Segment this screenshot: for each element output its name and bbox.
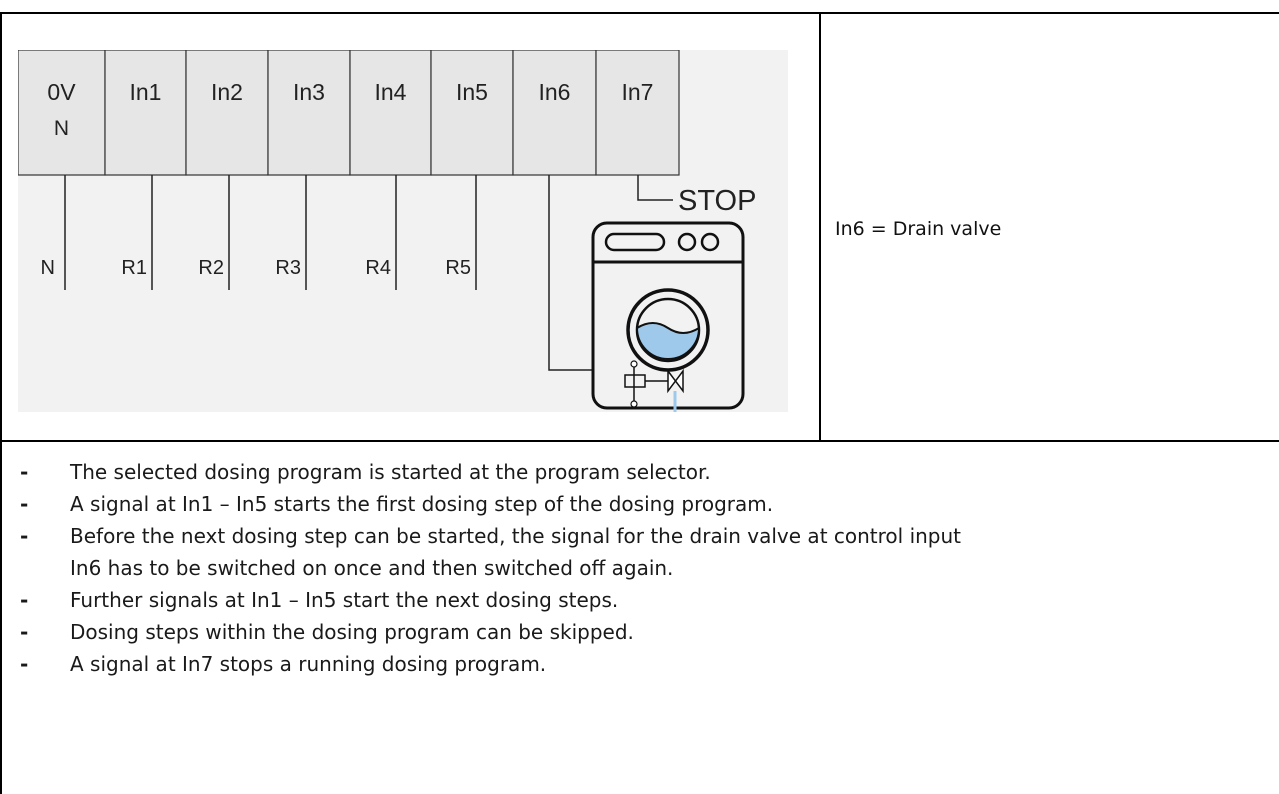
wiring-diagram: 0V N In1 In2 In3 In4 In5 In6 In7 N R1 R2 R3 R4 R5 STOP bbox=[18, 50, 788, 412]
terminal-cell bbox=[185, 50, 269, 176]
bullet-dash: - bbox=[20, 460, 29, 484]
list-item: -The selected dosing program is started … bbox=[18, 456, 1273, 488]
terminal-cell bbox=[267, 50, 351, 176]
terminal-label: In7 bbox=[622, 79, 654, 105]
wire-label: R1 bbox=[121, 257, 147, 279]
stop-wire bbox=[637, 175, 673, 201]
terminal-block: 0V N In1 In2 In3 In4 In5 In6 In7 bbox=[18, 50, 680, 176]
terminal-sublabel: N bbox=[54, 117, 69, 140]
list-item: -Further signals at In1 – In5 start the … bbox=[18, 584, 1273, 616]
stop-label: STOP bbox=[678, 185, 756, 217]
bullet-dash: - bbox=[20, 524, 29, 548]
terminal-label: In5 bbox=[456, 79, 488, 105]
bullet-dash: - bbox=[20, 588, 29, 612]
table-row-border bbox=[0, 440, 1279, 442]
list-item-continuation: In6 has to be switched on once and then … bbox=[70, 556, 674, 580]
wires: N R1 R2 R3 R4 R5 STOP bbox=[41, 175, 756, 371]
wire-label: R4 bbox=[365, 257, 391, 279]
terminal-cell bbox=[595, 50, 680, 176]
instruction-list: -The selected dosing program is started … bbox=[18, 456, 1273, 680]
list-item: -A signal at In1 – In5 starts the first … bbox=[18, 488, 1273, 520]
wire-label: N bbox=[41, 257, 55, 279]
list-item: -Before the next dosing step can be star… bbox=[18, 520, 1273, 552]
machine-knob bbox=[677, 232, 697, 252]
terminal-label: In2 bbox=[211, 79, 243, 105]
terminal-cell bbox=[349, 50, 432, 176]
table-top-border bbox=[0, 12, 1279, 14]
terminal-label: 0V bbox=[47, 79, 76, 105]
washing-machine-icon bbox=[591, 221, 745, 412]
valve-terminal bbox=[630, 360, 638, 368]
terminal-label: In4 bbox=[375, 79, 407, 105]
terminal-label: In6 bbox=[539, 79, 571, 105]
wire-label: R3 bbox=[275, 257, 301, 279]
machine-dial bbox=[604, 232, 666, 252]
wire-label: R2 bbox=[198, 257, 224, 279]
terminal-cell bbox=[18, 50, 106, 176]
bullet-dash: - bbox=[20, 652, 29, 676]
terminal-cell bbox=[430, 50, 514, 176]
drain-valve-note: In6 = Drain valve bbox=[835, 218, 1002, 240]
list-item: -Dosing steps within the dosing program … bbox=[18, 616, 1273, 648]
terminal-cell bbox=[104, 50, 187, 176]
list-item: -A signal at In7 stops a running dosing … bbox=[18, 648, 1273, 680]
bullet-dash: - bbox=[20, 492, 29, 516]
valve-body bbox=[667, 368, 684, 394]
bullet-dash: - bbox=[20, 620, 29, 644]
terminal-label: In1 bbox=[130, 79, 162, 105]
wire-label: R5 bbox=[445, 257, 471, 279]
machine-knob bbox=[700, 232, 720, 252]
terminal-cell bbox=[512, 50, 597, 176]
valve-terminal bbox=[630, 400, 638, 408]
table-left-border bbox=[0, 12, 2, 794]
table-column-divider bbox=[819, 12, 821, 441]
machine-water bbox=[635, 322, 701, 360]
terminal-label: In3 bbox=[293, 79, 325, 105]
